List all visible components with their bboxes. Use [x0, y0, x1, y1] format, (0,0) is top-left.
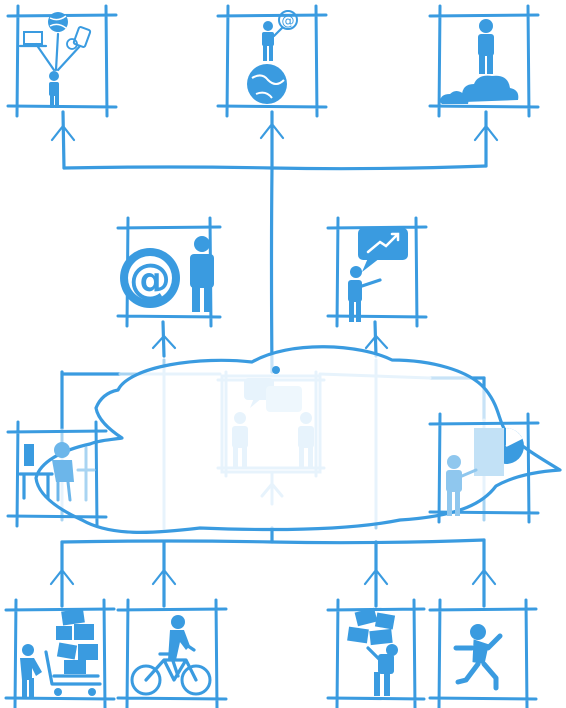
arrow-mid-right: [364, 334, 389, 350]
person-icon: [190, 236, 214, 312]
arrow-bottom-1: [49, 568, 75, 586]
bicycle-icon: [130, 652, 212, 696]
node-top-center[interactable]: @: [247, 10, 298, 104]
desk-worker-icon: [18, 442, 96, 502]
node-top-right[interactable]: [440, 19, 519, 104]
node-cloud-left[interactable]: [18, 442, 96, 502]
frame-bottom-2: [116, 598, 228, 708]
connector-mid-left: [161, 320, 166, 358]
balloon-strings: [34, 32, 82, 72]
boxes-icon: [347, 607, 396, 646]
globe-icon: [48, 12, 68, 32]
arrow-bottom-4: [471, 568, 497, 586]
person-icon: [49, 71, 59, 108]
cart-icon: [44, 650, 102, 696]
frame-top-right: [428, 4, 540, 118]
cloud-icon: [440, 75, 519, 104]
node-top-left[interactable]: [18, 12, 92, 108]
email-icon: @: [120, 248, 180, 308]
arrow-top-left: [50, 124, 76, 142]
phone-icon: [72, 26, 92, 48]
boxes-icon: [56, 608, 98, 674]
person-icon: [168, 615, 196, 678]
person-icon: [348, 266, 382, 322]
arrow-bottom-3: [363, 568, 389, 586]
frame-top-center: [216, 4, 328, 118]
arrow-bottom-2: [151, 568, 177, 586]
arrow-mid-left: [151, 334, 177, 350]
cloud-anchor-dot: [272, 366, 280, 374]
frame-mid-right: [326, 216, 428, 328]
frame-cloud-right: [428, 412, 540, 524]
frame-bottom-3: [326, 598, 426, 708]
globe-icon: [247, 64, 287, 104]
node-mid-left[interactable]: @: [120, 236, 214, 312]
frame-mid-left: [116, 216, 222, 328]
arrow-top-right: [473, 124, 499, 142]
frame-bottom-1: [4, 598, 116, 708]
node-mid-right[interactable]: [348, 228, 408, 322]
node-bottom-3[interactable]: [347, 607, 398, 696]
person-icon: [20, 644, 42, 698]
node-bottom-1[interactable]: [20, 608, 102, 698]
node-frames: [4, 4, 540, 708]
person-icon: [366, 644, 398, 696]
node-bottom-4[interactable]: [453, 624, 503, 691]
email-icon: @: [278, 10, 298, 30]
arrow-top-center: [259, 122, 285, 140]
connector-top-left: [61, 110, 66, 170]
cloud-outline: [36, 346, 560, 533]
svg-text:@: @: [282, 14, 295, 29]
svg-text:@: @: [129, 254, 171, 303]
laptop-icon: [18, 31, 48, 48]
frame-bottom-4: [428, 598, 538, 708]
board-icon: [474, 428, 504, 476]
cloud-border: [34, 345, 562, 535]
person-icon: [446, 455, 478, 516]
person-icon: [478, 19, 494, 74]
connector-top-center: [269, 110, 274, 374]
node-bottom-2[interactable]: [130, 615, 212, 696]
chart-bubble-icon: [358, 228, 408, 272]
person-icon: [262, 21, 284, 61]
node-cloud-right[interactable]: [446, 428, 524, 516]
frame-cloud-left: [6, 420, 108, 528]
connector-mid-right: [373, 320, 378, 358]
running-person-icon: [453, 624, 503, 691]
top-bus-line: [62, 164, 488, 171]
